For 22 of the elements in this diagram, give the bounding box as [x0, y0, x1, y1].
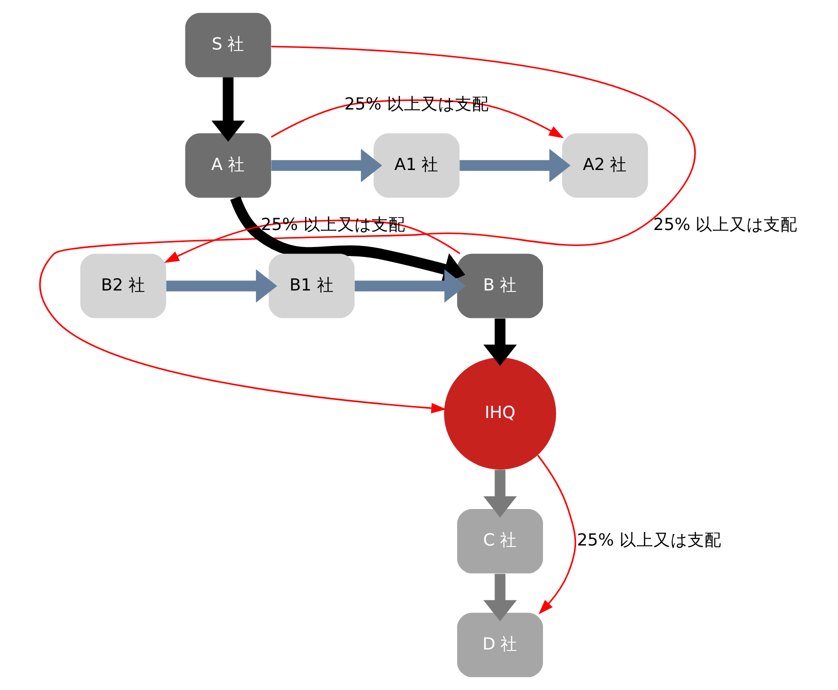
- arrow: [211, 77, 245, 142]
- arrow: [483, 574, 517, 622]
- node-box: B 社: [457, 254, 543, 318]
- arrow: [271, 148, 382, 182]
- arrow: [483, 318, 517, 366]
- node-box: A2 社: [562, 133, 648, 198]
- arrow: [40, 46, 694, 414]
- arrow: [460, 148, 571, 182]
- node-box: D 社: [457, 612, 543, 678]
- node-circle: IHQ: [444, 358, 556, 470]
- arrow: [537, 454, 576, 614]
- arrow: [166, 269, 278, 303]
- edge-label: 25% 以上又は支配: [576, 530, 722, 550]
- node-box: B1 社: [268, 254, 355, 318]
- arrow: [354, 269, 466, 303]
- node-box: A1 社: [374, 133, 460, 198]
- node-box: B2 社: [80, 254, 166, 318]
- edge-label: 25% 以上又は支配: [653, 215, 798, 234]
- node-box: A 社: [185, 133, 272, 198]
- node-box: C 社: [457, 509, 543, 574]
- arrow: [483, 470, 517, 518]
- node-box: S 社: [185, 12, 272, 78]
